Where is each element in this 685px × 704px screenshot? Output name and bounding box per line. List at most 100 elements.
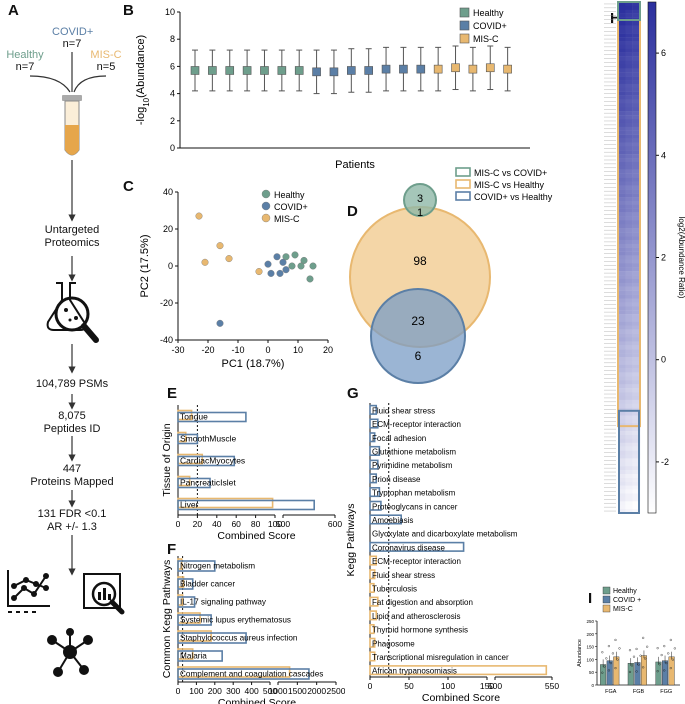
heatmap-cell: [625, 247, 633, 252]
legend-label-covid: COVID+: [473, 21, 507, 31]
heatmap-cell: [618, 2, 626, 7]
data-dot: [656, 670, 659, 673]
heatmap-cell: [625, 314, 633, 319]
bar-covid-vs-healthy: [369, 487, 381, 498]
heatmap-cell: [618, 95, 626, 100]
heatmap-cell: [632, 255, 641, 260]
bar-mis-c-vs-healthy: [369, 624, 375, 635]
heatmap-cell: [632, 341, 641, 346]
data-dot: [673, 647, 676, 650]
panel-label-g: G: [347, 385, 359, 402]
heatmap-cell: [625, 333, 633, 338]
legend-swatch-covid: [261, 201, 271, 211]
category-label: Bladder cancer: [180, 580, 235, 589]
heatmap-cell: [618, 360, 626, 365]
heatmap-cell: [625, 2, 633, 7]
point-covid: [416, 64, 426, 74]
colorbar-tick-label: 0: [661, 355, 666, 365]
bar-mis-c: [668, 656, 675, 686]
heatmap-cell: [632, 76, 641, 81]
heatmap-cell: [625, 392, 633, 397]
workflow-step-peptides: 8,075 Peptides ID: [43, 410, 101, 435]
category-label: Tryptophan metabolism: [372, 489, 456, 498]
heatmap-cell: [632, 356, 641, 362]
point-covid: [399, 64, 408, 74]
category-label: Thyroid hormone synthesis: [372, 626, 468, 635]
y-tick-label: 6: [170, 61, 175, 71]
bar-covid: [634, 662, 641, 686]
heatmap-cell: [632, 446, 641, 451]
heatmap-cell: [632, 380, 641, 385]
venn-circle-covid-vs-healthy: [370, 288, 466, 384]
heatmap-cell: [618, 302, 626, 307]
category-label: ECM-receptor interaction: [372, 420, 461, 429]
heatmap-cell: [618, 392, 626, 397]
heatmap-cell: [632, 83, 641, 89]
heatmap-cell: [625, 21, 633, 26]
heatmap-cell: [632, 9, 641, 14]
heatmap-cell: [625, 450, 633, 455]
data-dot: [642, 666, 645, 669]
heatmap-cell: [618, 150, 626, 155]
heatmap-cell: [618, 232, 626, 237]
legend-swatch-mis-c: [459, 33, 470, 44]
heatmap-cell: [632, 290, 641, 295]
heatmap-cell: [618, 247, 626, 252]
heatmap-cell: [625, 177, 633, 182]
data-dot: [658, 663, 661, 666]
heatmap-cell: [625, 509, 633, 514]
heatmap-cell: [632, 185, 641, 190]
heatmap-cell: [625, 388, 633, 393]
heatmap-cell: [618, 376, 626, 381]
heatmap-cell: [618, 255, 626, 260]
heatmap-cell: [632, 212, 641, 217]
data-dot: [609, 662, 613, 665]
heatmap-cell: [625, 204, 633, 209]
heatmap-cell: [618, 427, 626, 432]
misc-group-label: MIS-C: [90, 49, 122, 61]
heatmap-cell: [632, 165, 641, 170]
heatmap-cell: [632, 126, 641, 131]
heatmap-cell: [618, 21, 626, 26]
point-covid: [279, 258, 287, 266]
heatmap-cell: [618, 5, 626, 11]
x-tick-label: FGA: [605, 689, 617, 695]
heatmap-cell: [632, 161, 641, 167]
heatmap-cell: [618, 119, 626, 124]
heatmap-cell: [632, 286, 641, 291]
heatmap-cell: [625, 181, 633, 186]
heatmap-cell: [618, 216, 626, 221]
y-tick-label: 250: [586, 619, 594, 624]
heatmap-cell: [632, 232, 641, 237]
data-dot: [611, 652, 615, 655]
bar-covid-vs-healthy: [177, 596, 196, 608]
heatmap-cell: [618, 345, 626, 350]
heatmap-cell: [625, 454, 633, 459]
heatmap-cell: [625, 493, 633, 498]
heatmap-cell: [625, 87, 633, 92]
legend-label-healthy: Healthy: [473, 8, 504, 18]
bar-covid-vs-healthy: [177, 650, 223, 662]
x-tick-label: 500: [276, 519, 290, 529]
heatmap-cell: [632, 181, 641, 186]
bar-covid-vs-healthy: [177, 668, 310, 680]
x-tick-label: 2000: [307, 686, 326, 696]
heatmap-cell: [625, 427, 633, 432]
heatmap-cell: [618, 470, 626, 475]
data-dot: [635, 647, 638, 651]
heatmap-cell: [625, 44, 633, 50]
heatmap-cell: [625, 9, 633, 14]
heatmap-cell: [618, 25, 626, 30]
bar-covid-vs-healthy: [369, 473, 378, 484]
x-tick-label: 40: [212, 519, 222, 529]
heatmap-cell: [625, 212, 633, 217]
x-tick-label: 100: [268, 519, 282, 529]
heatmap-cell: [618, 477, 626, 482]
legend-label-covid: COVID +: [613, 597, 641, 604]
heatmap-cell: [618, 509, 626, 514]
heatmap-cell: [618, 48, 626, 53]
y-tick-label: -20: [160, 298, 173, 308]
heatmap-cell: [625, 76, 633, 81]
heatmap-cell: [632, 2, 641, 7]
